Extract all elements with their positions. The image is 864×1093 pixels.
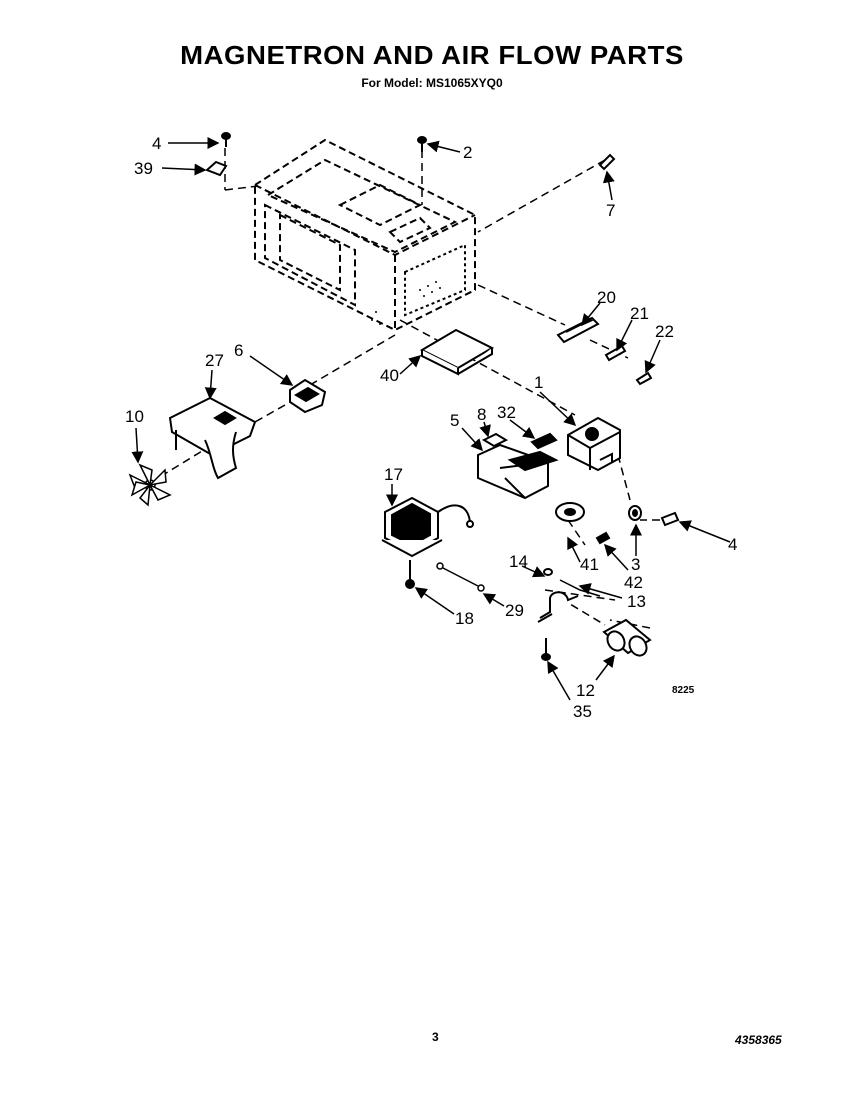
capacitor-strap-part-14	[537, 568, 579, 623]
screw-part-7	[598, 153, 616, 171]
callout-2: 2	[463, 143, 472, 162]
callout-22: 22	[655, 322, 674, 341]
bracket-part-20	[556, 316, 600, 344]
callout-39: 39	[134, 159, 153, 178]
fan-blade-part-10	[128, 463, 172, 507]
callout-1: 1	[534, 373, 543, 392]
callout-35: 35	[573, 702, 592, 721]
callout-14: 14	[509, 552, 528, 571]
callout-10: 10	[125, 407, 144, 426]
capacitor-part-12	[602, 618, 652, 657]
screw-part-4-top	[221, 132, 231, 147]
bracket-part-6	[289, 378, 327, 414]
callout-6: 6	[234, 341, 243, 360]
air-duct-part-40	[419, 328, 495, 376]
callout-21: 21	[630, 304, 649, 323]
magnetron-part-1	[567, 416, 621, 472]
figure-code: 8225	[672, 685, 695, 696]
gasket-part-8	[481, 432, 509, 448]
callout-7: 7	[606, 201, 615, 220]
clip-part-39	[205, 160, 228, 177]
screw-part-22	[635, 371, 653, 386]
callout-12: 12	[576, 681, 595, 700]
screw-part-42	[595, 531, 611, 545]
diode-part-13	[559, 579, 601, 597]
clip-part-3	[628, 505, 642, 521]
cabinet-cavity	[254, 138, 476, 332]
callout-17: 17	[384, 465, 403, 484]
callout-20: 20	[597, 288, 616, 307]
document-number: 4358365	[735, 1033, 782, 1047]
callout-32: 32	[497, 403, 516, 422]
callout-labels: 4 39 2 7 20 21 22 6 27 40 10 1 8 32 5 17…	[125, 134, 737, 721]
thermostat-part-41	[555, 502, 585, 522]
callout-42: 42	[624, 573, 643, 592]
callout-13: 13	[627, 592, 646, 611]
screw-part-18	[405, 560, 415, 589]
callout-4-top: 4	[152, 134, 161, 153]
wire-part-29	[436, 562, 485, 592]
callout-27: 27	[205, 351, 224, 370]
callout-8: 8	[477, 405, 486, 424]
gasket-part-32	[530, 432, 558, 450]
callout-40: 40	[380, 366, 399, 385]
callout-41: 41	[580, 555, 599, 574]
screw-part-35	[541, 638, 551, 661]
screw-part-2	[417, 136, 427, 152]
callout-4-right: 4	[728, 535, 737, 554]
fan-shroud-part-27	[168, 396, 257, 480]
cavity-vent-dots	[371, 281, 441, 325]
diagram-title: MAGNETRON AND AIR FLOW PARTS	[180, 40, 684, 70]
assembly-leader-lines	[157, 148, 660, 629]
callout-5: 5	[450, 411, 459, 430]
screw-part-4-right	[660, 511, 680, 527]
transformer-part-17	[381, 496, 474, 558]
callout-arrows	[131, 137, 731, 701]
callout-18: 18	[455, 609, 474, 628]
callout-29: 29	[505, 601, 524, 620]
page-number: 3	[432, 1030, 439, 1044]
air-guide-part-5	[477, 443, 559, 500]
model-subtitle: For Model: MS1065XYQ0	[361, 76, 503, 90]
callout-3: 3	[631, 555, 640, 574]
